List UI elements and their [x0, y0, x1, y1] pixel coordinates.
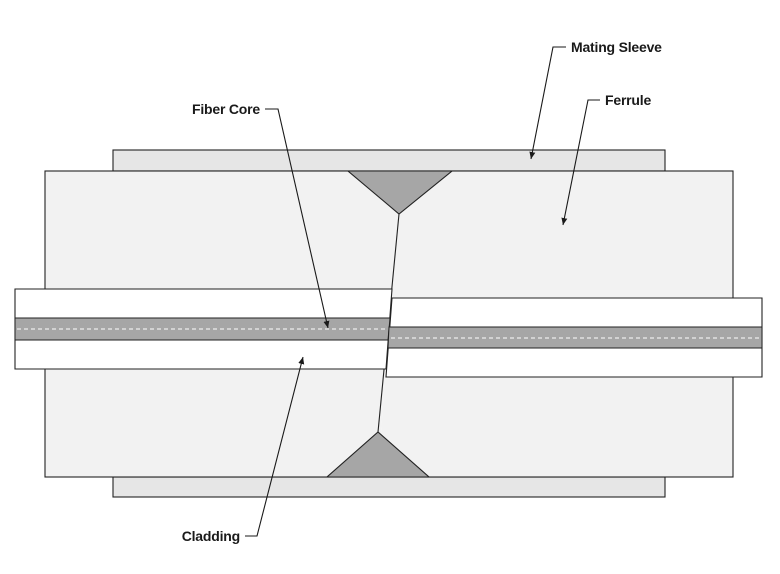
leader-ferrule: [561, 99, 600, 226]
gap-bottom: [325, 431, 431, 478]
label-fiber-core: Fiber Core: [192, 101, 260, 117]
leader-mating-sleeve: [529, 46, 566, 160]
leader-cladding: [245, 356, 305, 537]
label-cladding: Cladding: [182, 528, 240, 544]
label-mating-sleeve: Mating Sleeve: [571, 39, 662, 55]
gap-top: [346, 170, 454, 215]
leader-fiber-core: [265, 108, 330, 329]
label-ferrule: Ferrule: [605, 92, 651, 108]
mating-sleeve-bottom: [112, 476, 666, 498]
mating-sleeve-top: [112, 149, 666, 172]
